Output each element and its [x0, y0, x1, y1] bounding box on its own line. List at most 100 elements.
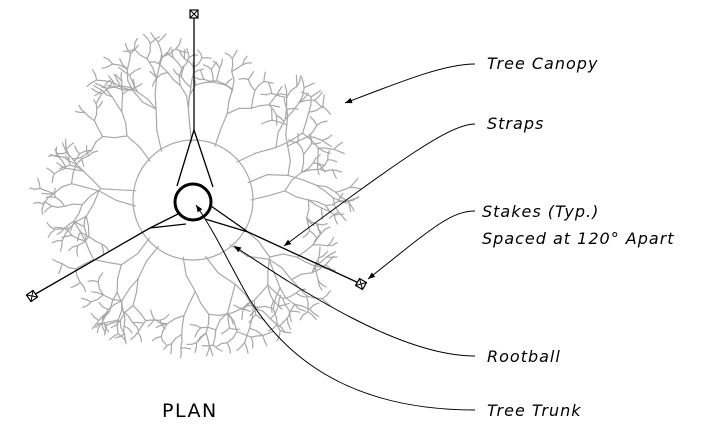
- strap-left-guy: [31, 227, 151, 297]
- canopy-branch: [91, 88, 97, 93]
- canopy-branch: [309, 230, 314, 235]
- canopy-branch: [350, 205, 355, 212]
- canopy-branch: [132, 78, 135, 85]
- canopy-branch: [85, 215, 90, 227]
- canopy-branch: [215, 80, 226, 85]
- canopy-branch: [320, 207, 327, 211]
- canopy-branch: [76, 235, 80, 242]
- canopy-branch: [275, 323, 281, 332]
- canopy-branch: [80, 297, 88, 301]
- canopy-branch: [331, 169, 335, 175]
- canopy-branch: [117, 264, 122, 279]
- canopy-branch: [165, 52, 171, 57]
- canopy-branch: [119, 319, 122, 329]
- canopy-branch: [179, 84, 188, 97]
- canopy-branch: [216, 348, 223, 352]
- canopy-branch: [92, 190, 100, 205]
- canopy-branch: [231, 67, 238, 73]
- canopy-branch: [153, 61, 160, 65]
- canopy-branch: [305, 111, 310, 124]
- canopy-branch: [240, 308, 247, 311]
- canopy-branch: [268, 104, 275, 107]
- canopy-branch: [278, 95, 288, 99]
- canopy-branch: [275, 131, 279, 149]
- canopy-branch: [322, 223, 328, 226]
- canopy-branch: [97, 292, 104, 296]
- canopy-branch: [333, 214, 336, 221]
- canopy-branch: [269, 87, 273, 94]
- canopy-branch: [233, 320, 238, 333]
- canopy-branch: [161, 71, 169, 75]
- canopy-branch: [98, 301, 104, 308]
- canopy-branch: [160, 335, 164, 342]
- canopy-branch: [333, 173, 337, 179]
- canopy-branch: [226, 100, 230, 115]
- canopy-branch: [306, 230, 311, 236]
- canopy-branch: [284, 107, 288, 120]
- canopy-branch: [183, 302, 190, 317]
- canopy-branch: [91, 291, 99, 294]
- canopy-branch: [279, 287, 287, 299]
- canopy-branch: [180, 340, 183, 349]
- canopy-branch: [212, 344, 218, 350]
- canopy-branch: [274, 305, 280, 314]
- canopy-branch: [333, 144, 339, 150]
- canopy-branch: [314, 203, 322, 209]
- canopy-branch: [321, 294, 328, 300]
- canopy-branch: [331, 169, 338, 172]
- canopy-branch: [56, 162, 62, 167]
- canopy-branch: [308, 82, 315, 86]
- canopy-branch: [306, 217, 311, 223]
- canopy-branch: [128, 74, 134, 85]
- canopy-branch: [46, 222, 51, 228]
- canopy-branch: [311, 314, 317, 321]
- canopy-branch: [260, 284, 269, 294]
- canopy-branch: [325, 147, 335, 150]
- canopy-branch: [114, 135, 128, 139]
- canopy-branch: [90, 79, 98, 84]
- canopy-branch: [227, 311, 235, 315]
- canopy-branch: [59, 166, 66, 170]
- canopy-branch: [296, 250, 306, 258]
- canopy-branch: [347, 199, 355, 203]
- canopy-branch: [61, 240, 63, 247]
- canopy-branch: [76, 250, 79, 257]
- canopy-branch: [270, 305, 273, 314]
- canopy-branch: [63, 147, 68, 154]
- canopy-branch: [76, 215, 87, 222]
- canopy-branch: [292, 101, 300, 112]
- canopy-branch: [215, 73, 219, 82]
- canopy-branch: [78, 104, 82, 110]
- canopy-branch: [325, 142, 332, 147]
- canopy-branch: [101, 135, 116, 139]
- canopy-branch: [90, 312, 96, 318]
- canopy-branch: [335, 191, 343, 199]
- canopy-branch: [240, 342, 246, 348]
- canopy-branch: [230, 318, 234, 325]
- canopy-branch: [132, 83, 139, 93]
- canopy-branch: [290, 303, 296, 312]
- canopy-branch: [315, 234, 321, 240]
- canopy-branch: [95, 97, 100, 105]
- canopy-branch: [194, 76, 200, 80]
- canopy-branch: [318, 251, 321, 259]
- canopy-branch: [137, 237, 150, 255]
- canopy-branch: [145, 319, 154, 322]
- canopy-branch: [155, 108, 158, 131]
- canopy-branch: [333, 148, 340, 152]
- canopy-branch: [109, 300, 113, 312]
- canopy-branch: [342, 186, 351, 191]
- canopy-branch: [286, 108, 289, 118]
- canopy-branch: [269, 312, 277, 320]
- canopy-branch: [34, 187, 41, 190]
- canopy-branch: [311, 266, 317, 274]
- canopy-branch: [84, 149, 93, 152]
- canopy-branch: [258, 80, 265, 86]
- canopy-branch: [116, 79, 121, 87]
- canopy-branch: [76, 156, 82, 160]
- canopy-branch: [111, 96, 118, 106]
- canopy-branch: [139, 146, 151, 162]
- canopy-branch: [194, 347, 197, 353]
- canopy-branch: [301, 305, 311, 310]
